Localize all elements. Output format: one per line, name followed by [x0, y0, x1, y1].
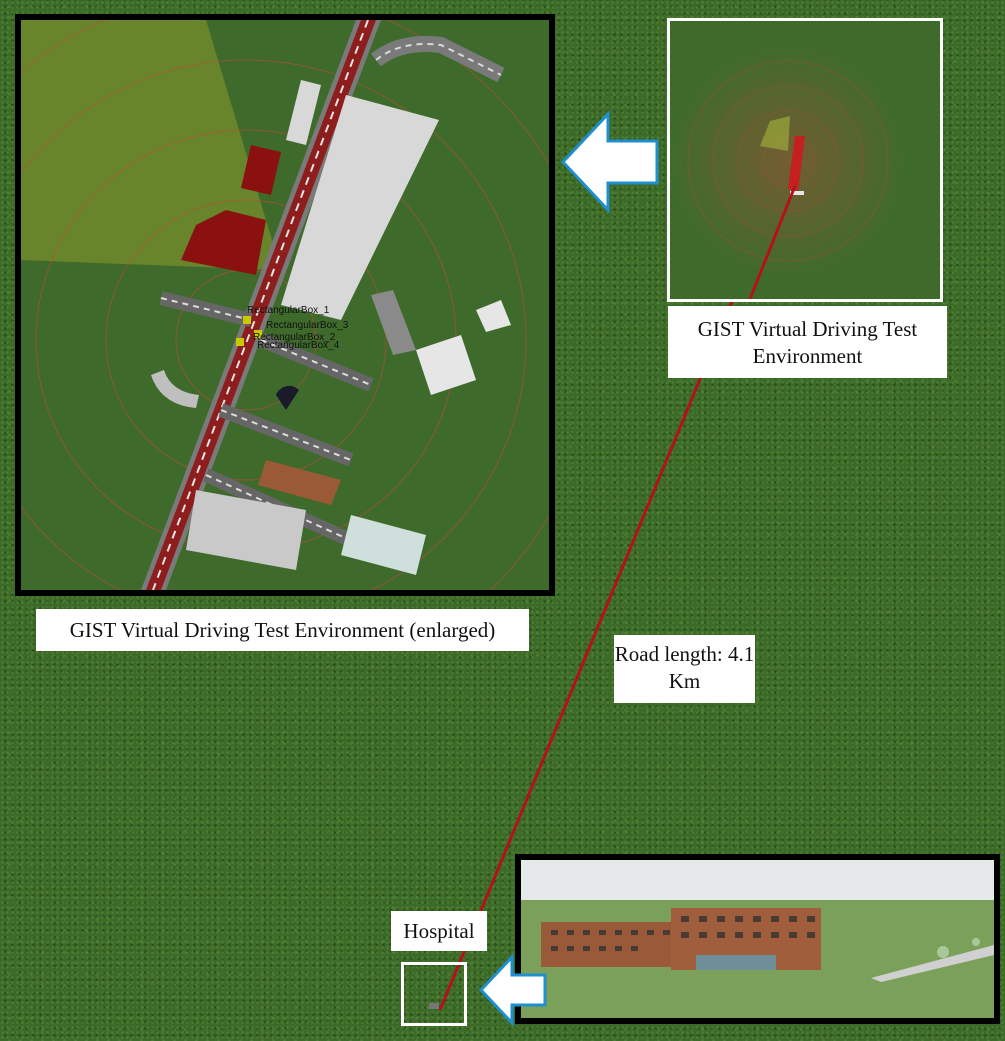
- hospital-label: Hospital: [391, 911, 487, 951]
- hospital-3d-view: [515, 854, 1000, 1024]
- white-building-b: [476, 300, 511, 332]
- parking-lot: [186, 490, 306, 570]
- minimap-panel: [667, 18, 943, 302]
- brown-building: [258, 460, 341, 505]
- white-building-a: [416, 335, 476, 395]
- arrow-left-icon: [478, 954, 547, 1026]
- hospital-marker-drawing: [429, 1003, 439, 1009]
- arrow-left-icon: [560, 111, 659, 213]
- minimap-road: [788, 136, 805, 191]
- road-length-label: Road length: 4.1 Km: [614, 635, 755, 703]
- large-building: [281, 95, 439, 320]
- object-label-box-1: RectangularBox_1: [247, 305, 330, 316]
- object-label-box-4: RectangularBox_4: [257, 340, 340, 351]
- pale-building: [341, 515, 426, 575]
- minimap-drawing: [670, 41, 908, 299]
- radar-glow: [670, 41, 908, 281]
- hospital-marker-box: [401, 962, 467, 1026]
- curved-road: [371, 36, 505, 83]
- main-road: [141, 20, 381, 590]
- crescent-building: [151, 370, 199, 408]
- sensor-cone: [21, 20, 281, 270]
- vehicle-cluster: [236, 316, 262, 346]
- vdte-label: GIST Virtual Driving Test Environment: [668, 306, 947, 378]
- hospital-scene: [521, 860, 994, 1018]
- hospital-road: [871, 945, 994, 982]
- vdte-enlarged-label: GIST Virtual Driving Test Environment (e…: [36, 609, 529, 651]
- red-building-large: [181, 210, 266, 275]
- enlarged-map-panel: RectangularBox_1 RectangularBox_3 Rectan…: [15, 14, 555, 596]
- object-label-box-2: RectangularBox_2: [253, 332, 336, 343]
- minimap-route: [748, 185, 797, 299]
- hospital-wing-left: [541, 922, 681, 967]
- red-building-small: [241, 145, 281, 195]
- enlarged-map-drawing: RectangularBox_1 RectangularBox_3 Rectan…: [21, 20, 549, 590]
- minimap-cone: [760, 116, 790, 151]
- object-label-box-3: RectangularBox_3: [266, 320, 349, 331]
- dome: [276, 385, 299, 410]
- small-building: [286, 80, 321, 145]
- gray-building: [371, 290, 416, 355]
